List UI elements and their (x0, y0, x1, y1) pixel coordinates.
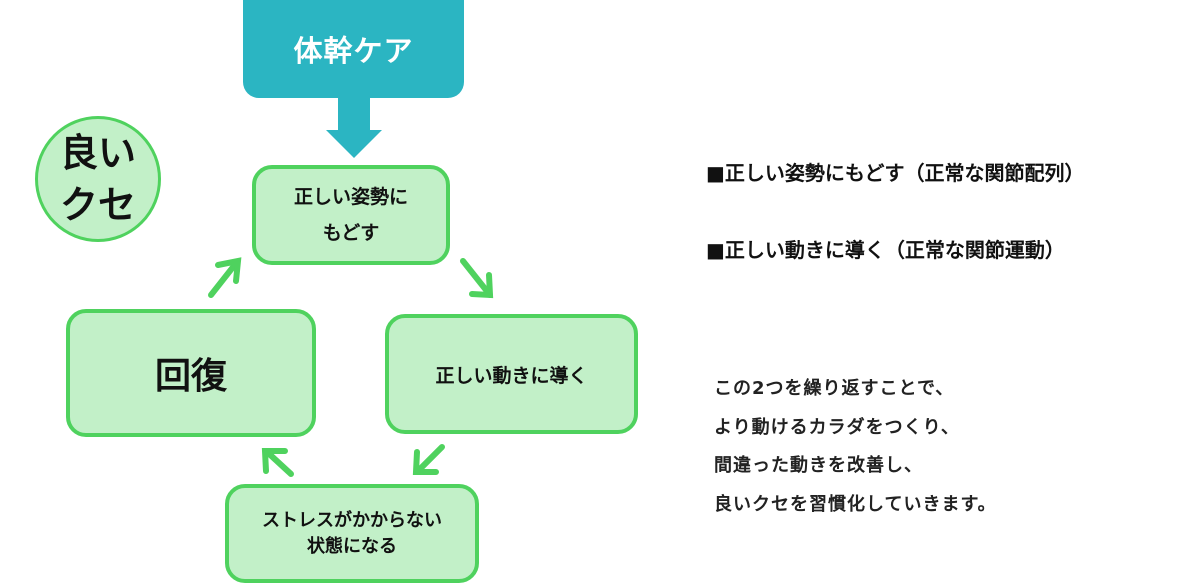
arrow-posture-to-movement-icon (460, 258, 494, 299)
bullet-movement: ■正しい動きに導く（正常な関節運動） (706, 238, 1065, 262)
cycle-box-recovery: 回復 (66, 309, 316, 437)
badge-line-2: クセ (59, 183, 136, 227)
badge-line-1: 良い (59, 131, 136, 175)
cycle-box-text: もどす (322, 222, 380, 244)
bullet-posture: ■正しい姿勢にもどす（正常な関節配列） (706, 161, 1085, 185)
cycle-box-text: ストレスがかからない (262, 509, 442, 531)
core-care-label: 体幹ケア (293, 34, 414, 68)
paragraph-line: 間違った動きを改善し、 (714, 455, 923, 476)
cycle-box-stress-free: ストレスがかからない 状態になる (225, 484, 479, 583)
down-arrow-icon (326, 98, 382, 158)
arrow-recovery-to-posture-icon (208, 257, 242, 298)
good-habit-badge: 良い クセ (35, 116, 161, 242)
cycle-box-posture: 正しい姿勢に もどす (252, 165, 450, 265)
cycle-box-text: 正しい姿勢に (293, 186, 408, 208)
paragraph-line: この2つを繰り返すことで、 (714, 378, 955, 399)
explanation-paragraph: この2つを繰り返すことで、 より動けるカラダをつくり、 間違った動きを改善し、 … (714, 370, 997, 524)
cycle-box-text: 状態になる (307, 535, 397, 557)
cycle-box-text: 回復 (154, 356, 227, 397)
paragraph-line: 良いクセを習慣化していきます。 (714, 493, 997, 515)
cycle-box-movement: 正しい動きに導く (385, 314, 638, 434)
arrow-stress-to-recovery-icon (261, 448, 294, 477)
cycle-box-text: 正しい動きに導く (435, 364, 588, 387)
core-care-box: 体幹ケア (243, 0, 464, 98)
arrow-movement-to-stress-icon (412, 444, 445, 475)
paragraph-line: より動けるカラダをつくり、 (714, 416, 960, 438)
